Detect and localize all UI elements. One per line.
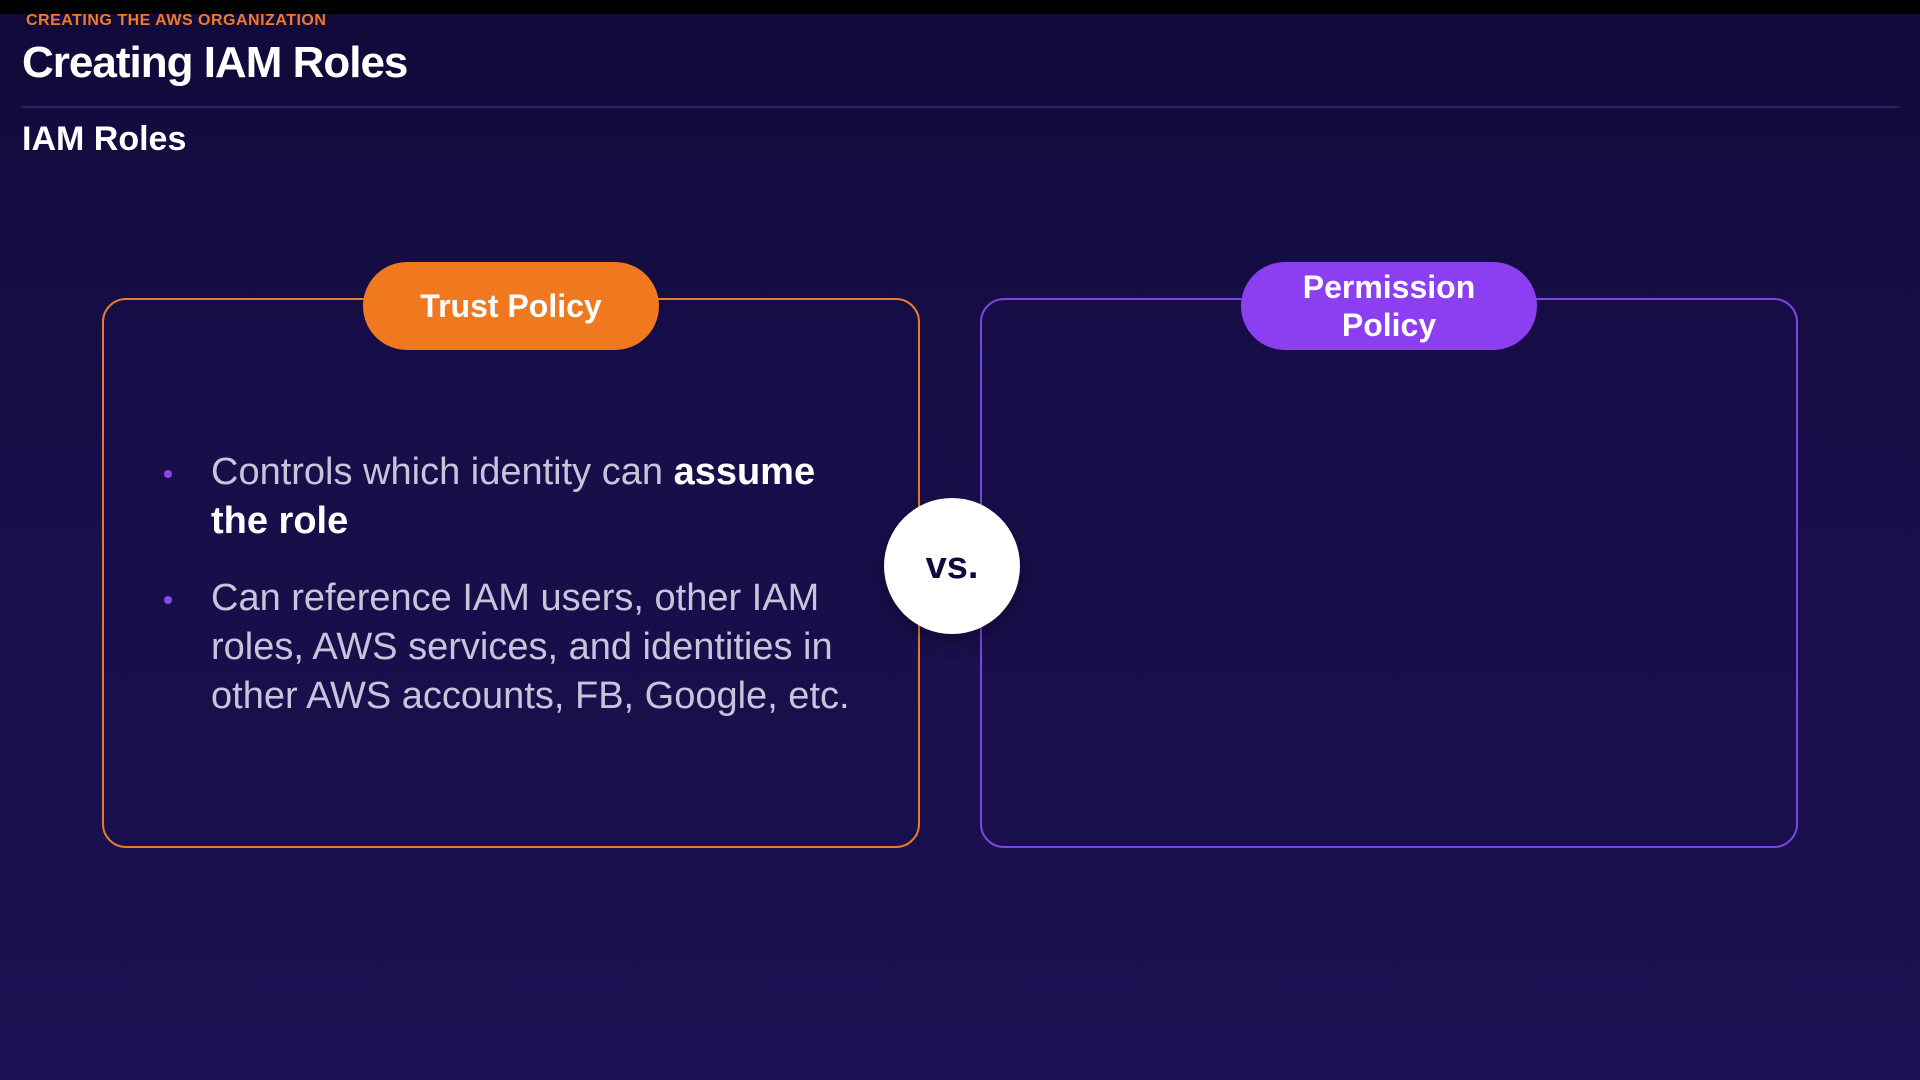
bullet-item: Controls which identity can assume the r…	[160, 448, 880, 546]
bullet-emphasis: assume the role	[211, 451, 816, 542]
bullet-item: Can reference IAM users, other IAM roles…	[160, 574, 880, 721]
trust-policy-pill: Trust Policy	[363, 262, 659, 350]
page-title: Creating IAM Roles	[22, 38, 408, 87]
bullet-text: Can reference IAM users, other IAM roles…	[211, 577, 850, 717]
bullet-dot-icon	[164, 470, 172, 478]
permission-policy-pill: Permission Policy	[1241, 262, 1537, 350]
bullet-dot-icon	[164, 596, 172, 604]
vs-badge: vs.	[884, 498, 1020, 634]
eyebrow-label: CREATING THE AWS ORGANIZATION	[26, 12, 327, 29]
bullet-text: Controls which identity can	[211, 451, 674, 493]
permission-policy-card	[980, 298, 1798, 848]
trust-policy-bullets: Controls which identity can assume the r…	[160, 448, 880, 749]
header-divider	[22, 106, 1900, 108]
section-title: IAM Roles	[22, 120, 187, 158]
top-bar	[0, 0, 1920, 14]
